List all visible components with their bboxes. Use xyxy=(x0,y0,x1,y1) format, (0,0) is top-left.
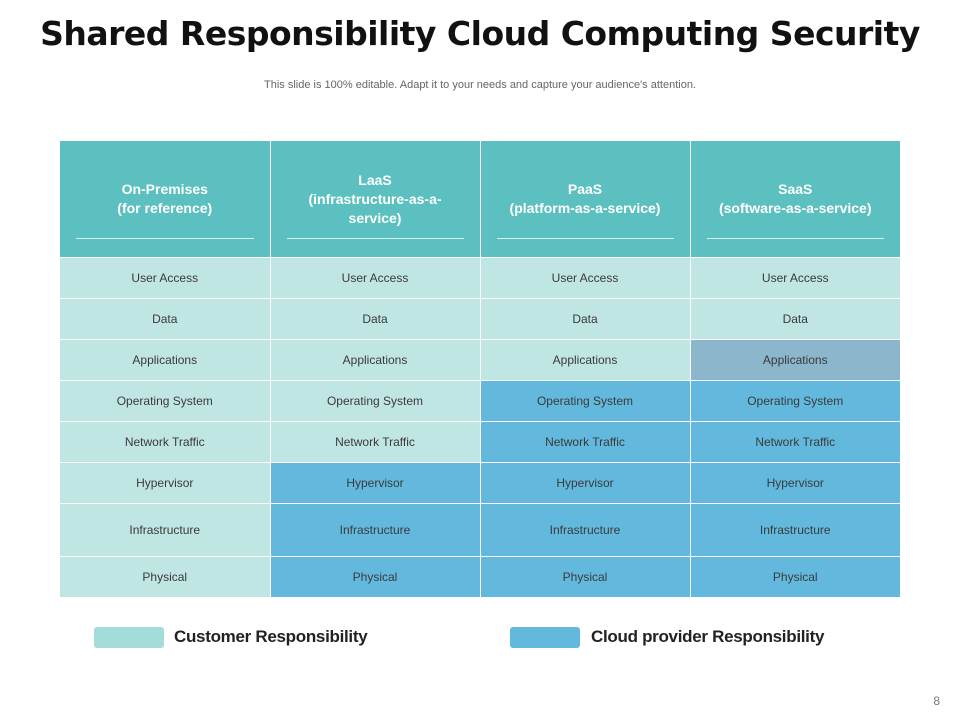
table-cell: Data xyxy=(690,298,900,340)
header-subtitle: (software-as-a-service) xyxy=(718,200,872,216)
page-number: 8 xyxy=(933,694,940,708)
table-row: Applications Applications Applications A… xyxy=(60,339,900,381)
legend-swatch-provider xyxy=(510,627,580,648)
table-cell: Applications xyxy=(480,339,691,381)
table-cell: Operating System xyxy=(480,380,691,422)
slide-subtitle: This slide is 100% editable. Adapt it to… xyxy=(264,79,696,91)
slide-title: Shared Responsibility Cloud Computing Se… xyxy=(40,14,920,53)
header-divider xyxy=(706,238,884,239)
table-row: Network Traffic Network Traffic Network … xyxy=(60,421,900,463)
table-cell: Applications xyxy=(690,339,900,381)
table-cell: Hypervisor xyxy=(690,462,900,504)
table-cell: Data xyxy=(60,298,271,340)
header-subtitle: (for reference) xyxy=(117,200,213,216)
table-cell: Data xyxy=(270,298,481,340)
header-title: SaaS xyxy=(778,181,813,197)
legend-label-provider: Cloud provider Responsibility xyxy=(591,627,825,646)
table-cell: Hypervisor xyxy=(270,462,481,504)
table-cell: Infrastructure xyxy=(480,503,691,557)
table-cell: Data xyxy=(480,298,691,340)
header-saas: SaaS (software-as-a-service) xyxy=(690,141,900,258)
table-cell: Operating System xyxy=(60,380,271,422)
header-title: On-Premises xyxy=(121,181,208,197)
table-cell: Physical xyxy=(270,556,481,597)
table-cell: Hypervisor xyxy=(480,462,691,504)
table-cell: User Access xyxy=(60,257,271,299)
table-row: Infrastructure Infrastructure Infrastruc… xyxy=(60,503,900,557)
table-row: Operating System Operating System Operat… xyxy=(60,380,900,422)
header-title: PaaS xyxy=(567,181,603,197)
header-title: LaaS xyxy=(358,171,392,188)
table-cell: Network Traffic xyxy=(690,421,900,463)
header-subtitle: (infrastructure-as-a-service) xyxy=(308,190,442,226)
table-cell: Network Traffic xyxy=(480,421,691,463)
table-cell: Hypervisor xyxy=(60,462,271,504)
header-paas: PaaS (platform-as-a-service) xyxy=(480,141,691,258)
table-cell: Network Traffic xyxy=(270,421,481,463)
responsibility-table: On-Premises (for reference) LaaS (infras… xyxy=(60,141,900,597)
table-row: User Access User Access User Access User… xyxy=(60,257,900,299)
table-cell: User Access xyxy=(690,257,900,299)
table-cell: User Access xyxy=(270,257,481,299)
table-cell: Applications xyxy=(270,339,481,381)
table-cell: Applications xyxy=(60,339,271,381)
legend-swatch-customer xyxy=(94,627,164,648)
header-on-premises: On-Premises (for reference) xyxy=(60,141,271,258)
table-cell: User Access xyxy=(480,257,691,299)
header-divider xyxy=(286,238,464,239)
legend-label-customer: Customer Responsibility xyxy=(174,627,368,646)
table-cell: Infrastructure xyxy=(60,503,271,557)
table-cell: Infrastructure xyxy=(690,503,900,557)
header-laas: LaaS (infrastructure-as-a-service) xyxy=(270,141,481,258)
table-row: Data Data Data Data xyxy=(60,298,900,340)
table-row: Physical Physical Physical Physical xyxy=(60,556,900,597)
header-subtitle: (platform-as-a-service) xyxy=(509,200,661,216)
header-divider xyxy=(76,238,254,239)
table-cell: Operating System xyxy=(270,380,481,422)
table-cell: Infrastructure xyxy=(270,503,481,557)
header-row: On-Premises (for reference) LaaS (infras… xyxy=(60,141,900,258)
table-cell: Network Traffic xyxy=(60,421,271,463)
table-cell: Physical xyxy=(60,556,271,597)
table-cell: Operating System xyxy=(690,380,900,422)
table-cell: Physical xyxy=(480,556,691,597)
table-cell: Physical xyxy=(690,556,900,597)
header-divider xyxy=(496,238,674,239)
table-row: Hypervisor Hypervisor Hypervisor Hypervi… xyxy=(60,462,900,504)
